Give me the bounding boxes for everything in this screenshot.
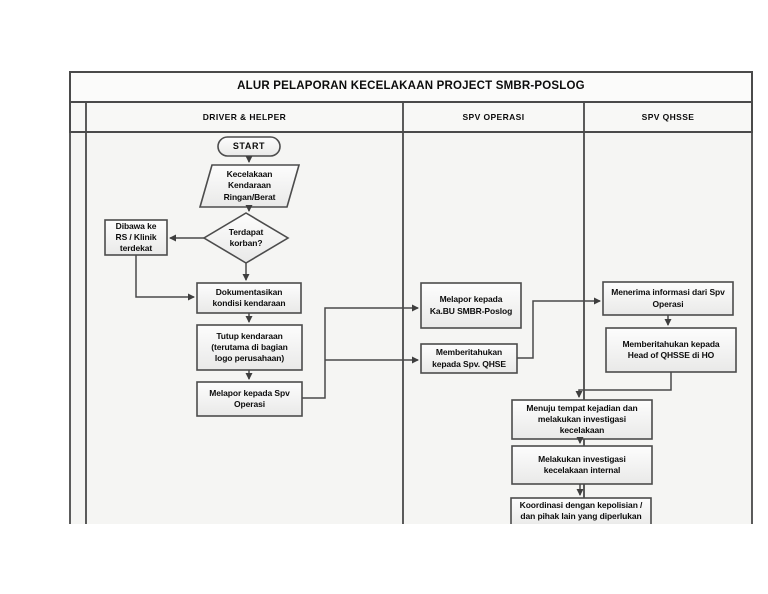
receive-info-process-box — [602, 281, 734, 316]
page-title: ALUR PELAPORAN KECELAKAAN PROJECT SMBR-P… — [237, 80, 585, 93]
inform-head-label: Memberitahukan kepada Head of QHSSE di H… — [622, 338, 720, 360]
inform-qhse-label: Memberitahukan kepada Spv. QHSE — [432, 347, 506, 369]
swimlane-divider-lines — [69, 102, 753, 524]
incident-io-parallelogram-shape — [198, 164, 301, 208]
incident-label: Kecelakaan Kendaraan Ringan/Berat — [223, 169, 276, 202]
arrow-hospital-to-document — [135, 255, 195, 301]
victim-decision-label: Terdapat korban? — [228, 226, 264, 248]
hospital-label: Dibawa ke RS / Klinik terdekat — [115, 220, 157, 254]
cover-vehicle-process-box — [196, 324, 303, 371]
hospital-process-box — [104, 219, 168, 256]
flow-node-shapes — [104, 136, 737, 528]
report-kabu-label: Melapor kepada Ka.BU SMBR-Poslog — [429, 294, 513, 316]
lane-header-driver-helper: DRIVER & HELPER — [202, 111, 287, 122]
coordinate-police-process-box — [510, 497, 652, 528]
go-to-scene-process-box — [511, 399, 653, 440]
lane-header-spv-qhsse: SPV QHSSE — [641, 111, 695, 122]
coordinate-police-label: Koordinasi dengan kepolisian / dan pihak… — [519, 499, 643, 521]
title-bar-frame — [69, 71, 753, 103]
document-label: Dokumentasikan kondisi kendaraan — [212, 286, 286, 308]
arrow-inform-head-to-scene — [575, 372, 672, 398]
receive-info-label: Menerima informasi dari Spv Operasi — [611, 287, 725, 309]
internal-investigation-process-box — [511, 445, 653, 485]
arrow-inform-qhse-to-receive — [517, 297, 601, 359]
lane-header-spv-operasi: SPV OPERASI — [462, 111, 525, 122]
scan-bottom-cutoff — [0, 524, 768, 594]
report-spv-process-box — [196, 381, 303, 417]
report-kabu-process-box — [420, 282, 522, 329]
flow-connector-arrows — [135, 156, 672, 496]
internal-investigation-label: Melakukan investigasi kecelakaan interna… — [538, 453, 626, 475]
start-label: START — [232, 141, 266, 151]
lane-header-row-frame — [69, 101, 753, 133]
arrow-report-spv-to-kabu — [302, 304, 419, 399]
go-to-scene-label: Menuju tempat kejadian dan melakukan inv… — [526, 402, 638, 436]
report-spv-label: Melapor kepada Spv Operasi — [209, 387, 290, 409]
cover-vehicle-label: Tutup kendaraan (terutama di bagian logo… — [211, 330, 288, 364]
